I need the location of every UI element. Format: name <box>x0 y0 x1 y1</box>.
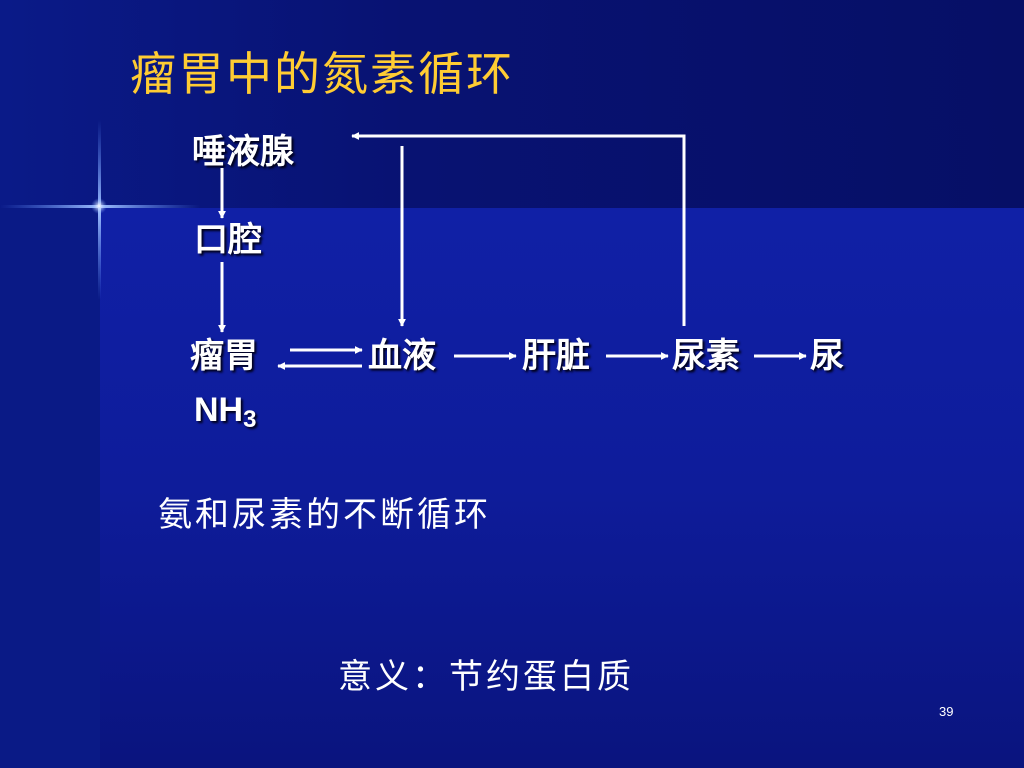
nh3-subscript: 3 <box>243 406 257 433</box>
node-urine: 尿 <box>810 336 844 376</box>
cycle-caption: 氨和尿素的不断循环 <box>158 495 491 535</box>
page-number: 39 <box>939 704 954 719</box>
arrow-urea-return-to-saliva <box>351 132 686 326</box>
node-mouth: 口腔 <box>194 220 262 260</box>
node-blood: 血液 <box>368 336 436 376</box>
background-main-panel <box>100 208 1024 768</box>
significance-text: 意义：节约蛋白质 <box>338 657 634 697</box>
node-liver: 肝脏 <box>522 336 590 376</box>
background-left-band <box>0 208 100 768</box>
node-saliva-gland: 唾液腺 <box>192 132 294 172</box>
node-urea: 尿素 <box>672 336 740 376</box>
slide-title: 瘤胃中的氮素循环 <box>130 47 514 101</box>
background-top-band <box>0 0 1024 208</box>
nh3-base: NH <box>194 391 244 429</box>
node-rumen: 瘤胃 <box>190 336 258 376</box>
nh3-label: NH3 <box>194 390 256 440</box>
